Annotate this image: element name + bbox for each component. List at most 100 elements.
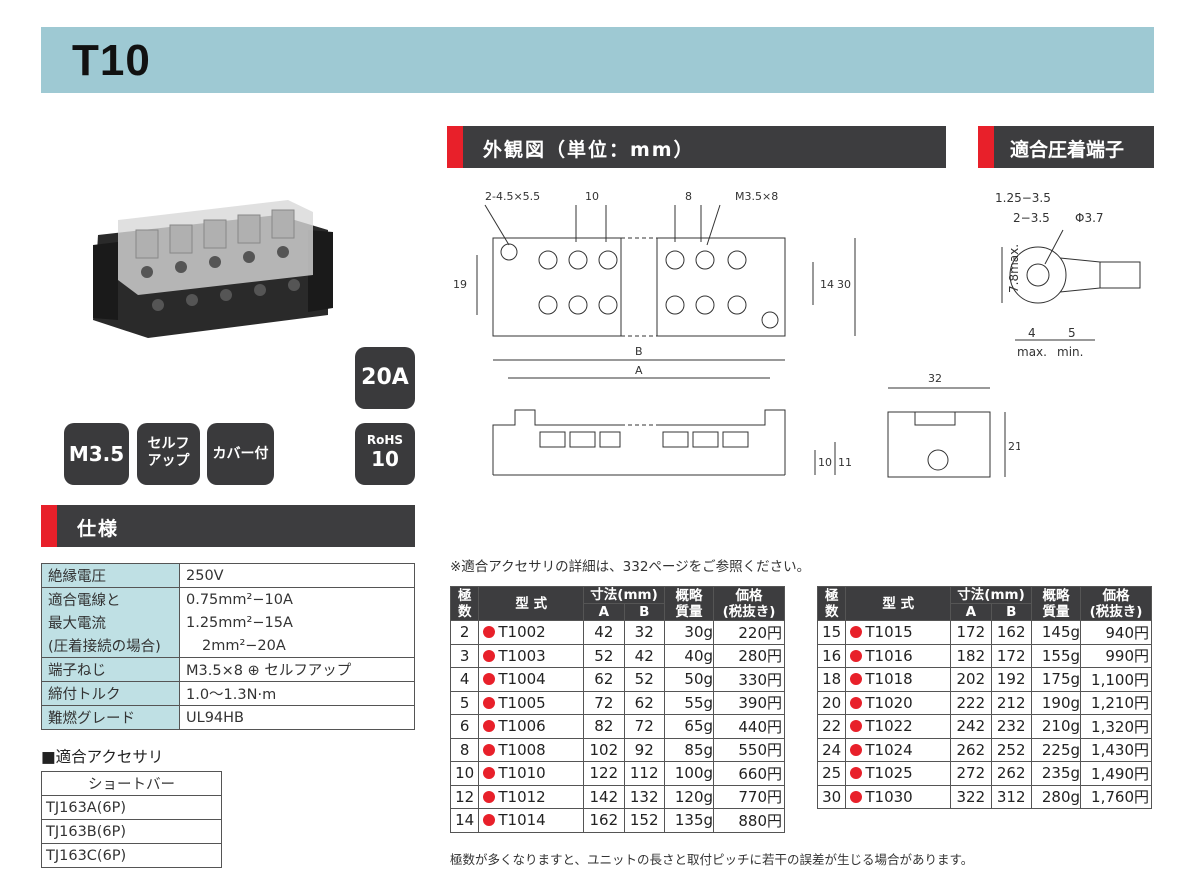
dim-b-cell: 132 (623, 784, 665, 809)
dim-b-cell: 162 (990, 620, 1032, 645)
red-dot-icon (850, 673, 863, 686)
spec-row: 絶縁電圧 250V (41, 563, 415, 588)
poles-cell: 30 (816, 784, 847, 809)
dim19-label: 19 (453, 278, 467, 291)
poles-cell: 14 (449, 808, 480, 833)
mass-cell: 50g (663, 667, 715, 692)
outline-drawing-side: 10 11 (492, 409, 852, 476)
dim32-label: 32 (928, 372, 942, 385)
poles-cell: 5 (449, 690, 480, 715)
spec-row: 難燃グレード UL94HB (41, 705, 415, 730)
dim-a-cell: 72 (583, 690, 625, 715)
col-header-model: 型 式 (478, 586, 585, 621)
red-dot-icon (850, 626, 863, 639)
dim-b-cell: 62 (623, 690, 665, 715)
col-header-price: 価格 (税抜き) (1080, 586, 1152, 621)
mass-cell: 135g (663, 808, 715, 833)
screw-dimension-label: M3.5×8 (735, 190, 778, 203)
hole-dimension-label: 2-4.5×5.5 (485, 190, 540, 203)
poles-cell: 25 (816, 761, 847, 786)
spec-table: 絶縁電圧 250V 適合電線と 0.75mm²−10A 最大電流 1.25mm²… (41, 563, 415, 730)
price-cell: 440円 (713, 714, 785, 739)
red-dot-icon (483, 814, 496, 827)
mass-cell: 210g (1030, 714, 1082, 739)
model-cell: T1024 (845, 737, 952, 762)
model-cell: T1003 (478, 643, 585, 668)
red-dot-icon (850, 743, 863, 756)
spec-row: 適合電線と 0.75mm²−10A (41, 587, 415, 611)
dim-a-cell: 52 (583, 643, 625, 668)
red-dot-icon (483, 673, 496, 686)
tolerance-note: 極数が多くなりますと、ユニットの長さと取付ピッチに若干の誤差が生じる場合がありま… (450, 852, 974, 867)
price-cell: 1,430円 (1080, 737, 1152, 762)
model-label: T1024 (865, 740, 913, 759)
terminal-size1-label: 1.25−3.5 (995, 191, 1051, 205)
terminal-max-label: max. (1017, 345, 1047, 359)
dim-a-cell: 102 (583, 737, 625, 762)
price-cell: 330円 (713, 667, 785, 692)
terminal-w4-label: 4 (1028, 326, 1036, 340)
red-dot-icon (850, 720, 863, 733)
accessory-item: TJ163A(6P) (41, 795, 222, 820)
end-view-drawing: 32 21 (887, 372, 1020, 478)
rohs-badge-number: 10 (371, 447, 399, 471)
outline-section-header: 外観図（単位：mm） (447, 126, 946, 168)
poles-cell: 20 (816, 690, 847, 715)
spec-row: 締付トルク 1.0〜1.3N·m (41, 681, 415, 706)
terminal-phi-label: Φ3.7 (1075, 211, 1104, 225)
spec-label: 端子ねじ (41, 657, 180, 682)
model-label: T1016 (865, 646, 913, 665)
mass-cell: 190g (1030, 690, 1082, 715)
spec-row: 端子ねじ M3.5×8 ⊕ セルフアップ (41, 657, 415, 682)
dim-b-cell: 312 (990, 784, 1032, 809)
red-dot-icon (850, 649, 863, 662)
poles-cell: 18 (816, 667, 847, 692)
model-cell: T1018 (845, 667, 952, 692)
model-cell: T1012 (478, 784, 585, 809)
dim-b-cell: 172 (990, 643, 1032, 668)
cover-badge-label: カバー付 (212, 446, 269, 462)
poles-cell: 3 (449, 643, 480, 668)
model-label: T1012 (498, 787, 546, 806)
spec-value: 2mm²−20A (179, 634, 415, 658)
screw-badge-label: M3.5 (68, 442, 125, 466)
model-label: T1010 (498, 764, 546, 783)
spec-value: 0.75mm²−10A (179, 587, 415, 611)
current-badge-label: 20A (361, 365, 409, 390)
dim-b-cell: 52 (623, 667, 665, 692)
model-cell: T1008 (478, 737, 585, 762)
outline-drawing-top: 2-4.5×5.5 10 8 M3.5×8 19 14 30 B A (453, 190, 856, 379)
spec-label: 適合電線と (41, 587, 180, 611)
col-header-a: A (583, 603, 625, 621)
poles-cell: 22 (816, 714, 847, 739)
rohs-badge-label: RoHS (366, 433, 404, 447)
col-header-mass: 概略 質量 (663, 586, 715, 621)
dim30-label: 30 (837, 278, 851, 291)
red-dot-icon (483, 720, 496, 733)
model-cell: T1002 (478, 620, 585, 645)
spec-label: 最大電流 (41, 611, 180, 634)
col-header-dims: 寸法(mm) (583, 586, 665, 604)
mass-cell: 280g (1030, 784, 1082, 809)
mass-cell: 145g (1030, 620, 1082, 645)
price-cell: 770円 (713, 784, 785, 809)
dim-a-cell: 242 (950, 714, 992, 739)
spec-row: 最大電流 1.25mm²−15A (41, 611, 415, 634)
model-cell: T1016 (845, 643, 952, 668)
red-dot-icon (483, 743, 496, 756)
price-cell: 940円 (1080, 620, 1152, 645)
dim14-label: 14 (820, 278, 834, 291)
col-header-poles: 極 数 (816, 586, 847, 621)
model-cell: T1010 (478, 761, 585, 786)
product-photo (93, 200, 333, 338)
mass-cell: 175g (1030, 667, 1082, 692)
price-cell: 880円 (713, 808, 785, 833)
model-label: T1006 (498, 717, 546, 736)
